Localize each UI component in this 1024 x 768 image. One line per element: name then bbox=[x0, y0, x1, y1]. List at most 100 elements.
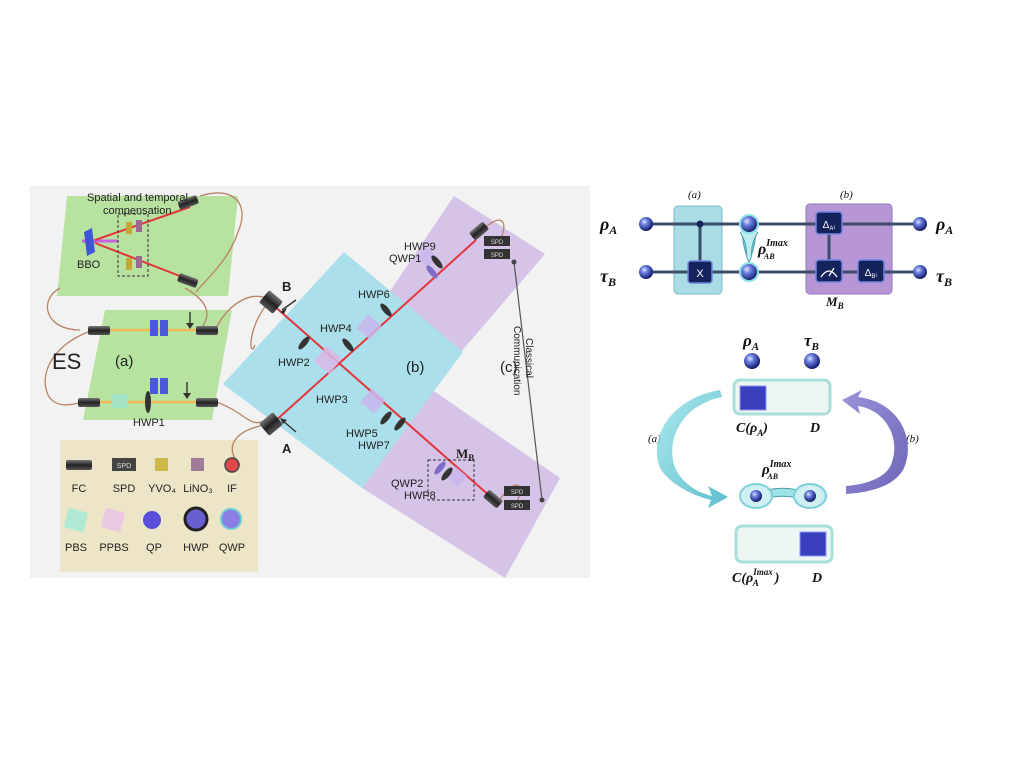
circuit-qubit-spheres bbox=[639, 217, 927, 279]
meter-icon bbox=[820, 270, 838, 278]
qwp-legend-icon bbox=[220, 508, 242, 530]
hwp7-label: HWP7 bbox=[358, 440, 390, 452]
rho-a-input-label: ρA bbox=[599, 214, 617, 237]
spd-label: SPD bbox=[511, 504, 524, 510]
coherence-fill-final bbox=[799, 531, 827, 557]
classical-communication-label: Classical Communication bbox=[511, 326, 534, 395]
legend-icons: SPD bbox=[63, 457, 242, 533]
hwp2-label: HWP2 bbox=[278, 357, 310, 369]
legend-label-qwp: QWP bbox=[219, 542, 245, 554]
mb-circuit-label: MB bbox=[825, 294, 844, 311]
spd-label: SPD bbox=[491, 253, 504, 259]
hwp8-label: HWP8 bbox=[404, 490, 436, 502]
top-spd-group: SPD SPD bbox=[484, 236, 510, 259]
es-components bbox=[112, 312, 194, 413]
control-dot bbox=[696, 220, 704, 228]
qwp1-label: QWP1 bbox=[389, 253, 421, 265]
c-rho-a-label: C(ρA) bbox=[736, 421, 768, 438]
x-gate-label: X bbox=[696, 268, 704, 280]
delta-b-gate bbox=[857, 259, 885, 283]
cycle-tau-b-label: τB bbox=[804, 331, 819, 353]
cycle-rho-a-sphere bbox=[744, 353, 760, 369]
fc-legend-icon bbox=[66, 460, 92, 470]
hwp5-label: HWP5 bbox=[346, 428, 378, 440]
delta-a-label: ΔA¹ bbox=[823, 220, 836, 232]
spd-legend-inner-label: SPD bbox=[117, 463, 131, 470]
tau-b-input-label: τB bbox=[600, 266, 616, 289]
legend-label-if: IF bbox=[227, 483, 237, 495]
hwp4-label: HWP4 bbox=[320, 323, 352, 335]
arrow-head bbox=[280, 308, 287, 314]
delta-a-gate bbox=[815, 211, 843, 235]
green-panel-es bbox=[83, 310, 232, 420]
comm-endpoint bbox=[539, 497, 545, 503]
spd-label: SPD bbox=[491, 240, 504, 246]
interferometer-optics bbox=[298, 247, 467, 487]
x-gate bbox=[687, 260, 713, 284]
hwp-legend-icon bbox=[183, 506, 209, 532]
compensation-label-line2: compensation bbox=[103, 205, 172, 217]
tau-b-output-label: τB bbox=[936, 266, 952, 289]
section-c-label: (c) bbox=[500, 359, 518, 376]
port-b-label: B bbox=[282, 279, 291, 294]
spd-legend-icon bbox=[112, 458, 136, 471]
hwp1-label: HWP1 bbox=[133, 417, 165, 429]
entangled-state-rho-ab bbox=[739, 214, 759, 282]
compensation-box bbox=[117, 213, 149, 277]
lino3-legend-icon bbox=[191, 458, 204, 471]
legend-labels: FC SPD YVO₄ LiNO₃ IF PBS PPBS QP HWP QWP bbox=[65, 483, 245, 554]
cycle-tau-b-sphere bbox=[804, 353, 820, 369]
hwp6-label: HWP6 bbox=[358, 289, 390, 301]
comm-endpoint bbox=[511, 259, 517, 265]
svg-text:Communication: Communication bbox=[511, 326, 522, 395]
legend-label-spd: SPD bbox=[113, 483, 136, 495]
circuit-label-a: (a) bbox=[688, 189, 701, 201]
ppbs-legend-icon bbox=[100, 507, 126, 533]
cycle-arrow-b bbox=[842, 390, 908, 494]
compensation-label-line1: Spatial and temporal bbox=[87, 192, 188, 204]
blue-panel bbox=[223, 252, 463, 488]
classical-communication-line bbox=[513, 261, 543, 501]
section-a-label: (a) bbox=[115, 353, 133, 370]
legend-label-ppbs: PPBS bbox=[99, 542, 128, 554]
mb-measurement-box bbox=[427, 459, 475, 501]
svg-text:Classical: Classical bbox=[523, 338, 534, 378]
d-bottom-label: D bbox=[811, 571, 822, 586]
legend-label-yvo4: YVO₄ bbox=[148, 483, 176, 495]
legend-label-qp: QP bbox=[146, 542, 162, 554]
bottom-spd-group: SPD SPD bbox=[504, 486, 530, 510]
legend-label-lino3: LiNO₃ bbox=[183, 483, 213, 495]
qp-legend-icon bbox=[143, 511, 161, 529]
arrow-head bbox=[280, 418, 287, 424]
delta-b-label: ΔB¹ bbox=[865, 268, 878, 280]
cycle-entangled-dumbbell bbox=[739, 483, 827, 509]
spd-label: SPD bbox=[511, 490, 524, 496]
coherence-fill-initial bbox=[739, 385, 767, 411]
legend-label-hwp: HWP bbox=[183, 542, 209, 554]
cycle-label-b: (b) bbox=[906, 433, 919, 445]
if-legend-icon bbox=[224, 457, 240, 473]
es-label: ES bbox=[52, 349, 81, 374]
pbs-legend-icon bbox=[63, 507, 89, 533]
compensation-optics bbox=[126, 220, 142, 270]
legend-label-pbs: PBS bbox=[65, 542, 87, 554]
hwp9-label: HWP9 bbox=[404, 241, 436, 253]
setup-fiber-couplers bbox=[78, 195, 503, 508]
cycle-rho-a-label: ρA bbox=[742, 331, 759, 353]
bbo-label: BBO bbox=[77, 259, 101, 271]
qwp2-label: QWP2 bbox=[391, 478, 423, 490]
legend-label-fc: FC bbox=[72, 483, 87, 495]
rho-a-output-label: ρA bbox=[935, 214, 953, 237]
hwp3-label: HWP3 bbox=[316, 394, 348, 406]
section-b-label: (b) bbox=[406, 359, 424, 376]
mb-label: MB bbox=[456, 446, 474, 463]
yvo4-legend-icon bbox=[155, 458, 168, 471]
d-top-label: D bbox=[809, 421, 820, 436]
circuit-label-b: (b) bbox=[840, 189, 853, 201]
port-a-label: A bbox=[282, 441, 292, 456]
meter-needle-icon bbox=[828, 267, 835, 277]
